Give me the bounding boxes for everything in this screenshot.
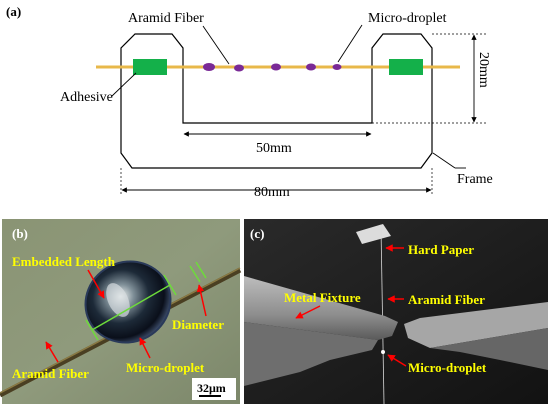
adhesive-label: Adhesive [60,90,113,105]
frame-label: Frame [457,172,493,187]
embedded-length-arrow [87,269,105,299]
scale-bar-label: 32μm [197,381,226,395]
panel-b-droplet-glint [106,283,130,317]
droplet-4 [306,63,316,71]
metal-fixture-left [244,276,398,340]
diameter-tick-1 [189,265,201,283]
panel-c-droplet-arrow [387,354,407,367]
droplet-5 [332,64,342,70]
diameter-tick-2 [195,261,207,279]
fiber-leader [202,25,230,65]
adhesive-leader [111,72,137,97]
panel-c-droplet [381,350,385,354]
panel-a-label: (a) [6,4,21,19]
adhesive-right [389,59,423,75]
embedded-length-tick-1 [85,319,99,341]
droplet-label: Micro-droplet [368,11,447,26]
frame-leader [432,152,456,169]
embedded-length-label: Embedded Length [12,254,116,269]
panel-b-fiber-arrow [45,341,59,363]
panel-a: (a) Aramid Fiber Micro-droplet Adhesive … [6,4,493,200]
metal-fixture-right-base [430,328,548,370]
panel-b-droplet-label: Micro-droplet [126,360,205,375]
metal-fixture-label: Metal Fixture [284,290,361,305]
dim-20-label: 20mm [476,52,491,88]
scale-bar-box [192,378,236,400]
metal-fixture-arrow [295,305,321,319]
panel-c-label: (c) [250,226,264,241]
panel-b-droplet-arrow [139,337,151,359]
panel-b-label: (b) [12,226,28,241]
panel-c-fiber-label: Aramid Fiber [408,292,485,307]
dim-50-label: 50mm [256,141,292,156]
metal-fixture-left-base [244,322,378,386]
hard-paper-label: Hard Paper [408,242,474,257]
diameter-arrow [196,284,207,317]
hard-paper [356,224,391,244]
droplet-2 [234,64,244,72]
droplet-leader [337,24,363,63]
fiber-label: Aramid Fiber [128,11,204,26]
adhesive-left [133,59,167,75]
panel-b-fiber-label: Aramid Fiber [12,366,89,381]
panel-b: (b) Embedded Length Diameter Aramid Fibe… [0,219,242,404]
dim-80-label: 80mm [254,185,290,200]
panel-c-droplet-label: Micro-droplet [408,360,487,375]
embedded-length-line [91,284,171,331]
droplet-3 [271,63,281,71]
metal-fixture-right [404,302,548,348]
embedded-length-tick-2 [163,274,177,296]
frame-outline [120,33,433,169]
panel-c: (c) Hard Paper Metal Fixture Aramid Fibe… [244,219,548,405]
droplet-1 [203,63,215,71]
diameter-label: Diameter [172,317,224,332]
